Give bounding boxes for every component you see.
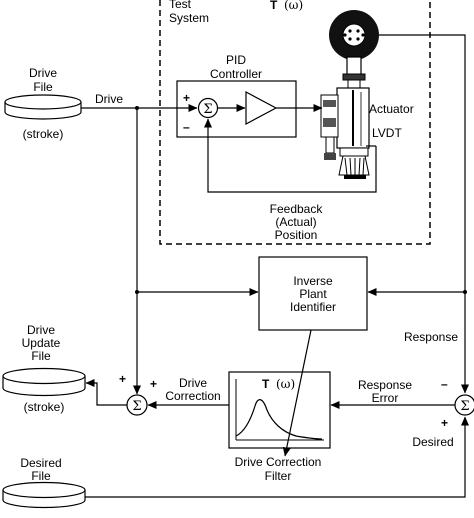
pid-sigma-symbol: Σ <box>203 102 212 117</box>
test-system-line2: System <box>169 11 209 25</box>
inverse-plant-identifier-box <box>258 256 368 331</box>
filter-caption-line1: Drive Correction <box>235 455 322 469</box>
desired-file-line2: File <box>31 469 51 483</box>
drive-update-file-note: (stroke) <box>24 400 65 414</box>
feedback-line <box>204 118 377 193</box>
actuator-icon <box>320 56 370 179</box>
drive-update-line <box>85 379 127 406</box>
right-sigma-symbol: Σ <box>460 399 469 414</box>
left-sum-plus-sign-2: + <box>150 377 157 391</box>
desired-label: Desired <box>412 435 453 449</box>
inverse-label-line1: Inverse <box>293 274 333 288</box>
filter-transfer-symbol: T <box>262 377 270 391</box>
drive-correction-filter-box <box>228 371 331 449</box>
filter-omega: (ω) <box>276 377 295 391</box>
desired-file-line1: Desired <box>20 456 61 470</box>
filter-response-plot <box>235 379 324 441</box>
pid-plus-sign: + <box>183 91 190 105</box>
lvdt-label: LVDT <box>372 126 402 140</box>
filter-caption-line2: Filter <box>265 469 292 483</box>
test-system-boundary <box>159 0 431 245</box>
desired-line <box>85 416 469 498</box>
response-line <box>379 34 469 394</box>
pid-controller-box <box>176 80 297 138</box>
right-sum-minus-sign: – <box>441 377 448 391</box>
right-sum-plus-sign: + <box>441 416 448 430</box>
inverse-label-line3: Identifier <box>290 300 336 314</box>
drive-correction-line1: Drive <box>179 376 207 390</box>
desired-file-disk <box>2 481 86 509</box>
left-sum-plus-sign-1: + <box>119 372 126 386</box>
inverse-label-line2: Plant <box>299 287 327 301</box>
response-label: Response <box>404 330 458 344</box>
drive-update-file-line3: File <box>31 349 51 363</box>
actuator-label: Actuator <box>369 102 414 116</box>
feedback-label-line1: Feedback <box>270 202 324 216</box>
test-system-line1: Test <box>169 0 192 11</box>
response-error-line1: Response <box>358 378 412 392</box>
drive-file-line2: File <box>33 80 53 94</box>
drive-file-line1: Drive <box>29 66 57 80</box>
drive-update-file-line1: Drive <box>27 323 55 337</box>
tire-icon <box>329 10 379 60</box>
feedback-label-line2: (Actual) <box>275 215 316 229</box>
pid-label-line2: Controller <box>210 67 262 81</box>
pid-minus-sign: – <box>183 120 190 134</box>
pid-label-line1: PID <box>226 53 246 67</box>
drive-update-file-disk <box>2 367 86 397</box>
drive-file-disk <box>4 94 82 120</box>
drive-label: Drive <box>95 92 123 106</box>
pid-summing-junction <box>197 97 219 119</box>
response-error-line2: Error <box>372 391 399 405</box>
drive-correction-line2: Correction <box>165 389 220 403</box>
inverse-to-filter-line <box>282 329 312 457</box>
feedback-label-line3: Position <box>275 228 318 242</box>
drive-update-file-line2: Update <box>22 336 61 350</box>
drive-file-note: (stroke) <box>23 127 64 141</box>
amplifier-triangle-icon <box>245 91 278 125</box>
test-system-omega: (ω) <box>284 0 303 12</box>
left-sigma-symbol: Σ <box>132 399 141 414</box>
test-system-transfer-symbol: T <box>270 0 278 12</box>
